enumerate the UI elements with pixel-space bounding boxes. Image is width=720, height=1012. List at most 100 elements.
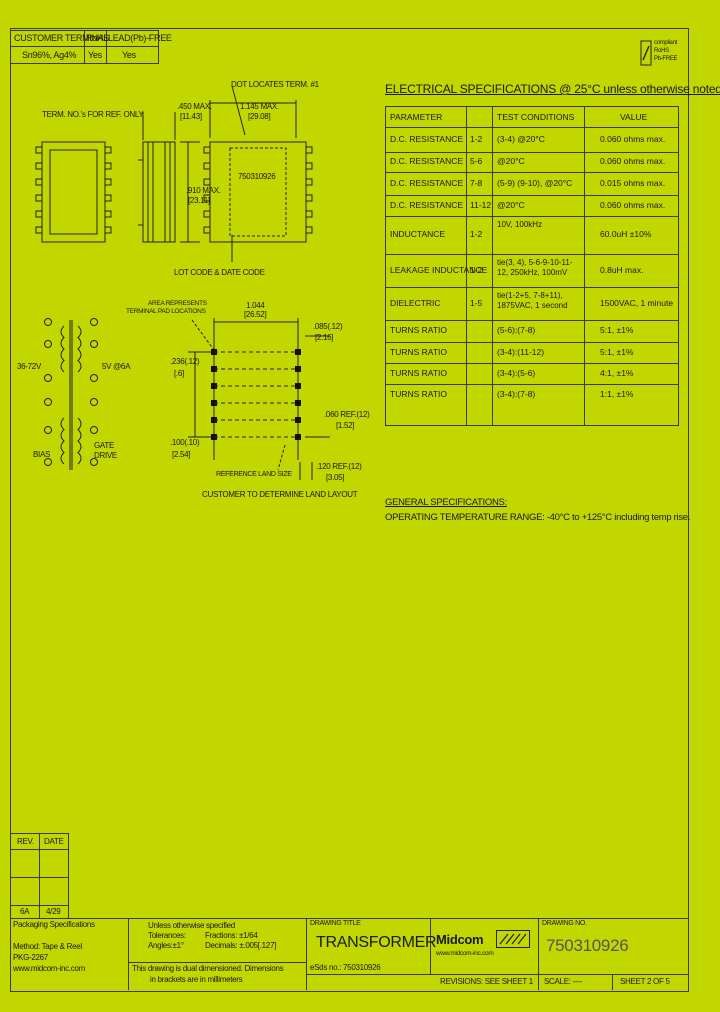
company-url: www.midcom-inc.com (13, 964, 85, 973)
dim-1044-mm: [26.52] (244, 310, 267, 319)
spec-param: TURNS RATIO (390, 346, 447, 357)
rohs-logo-icon (640, 40, 652, 66)
spec-value: 0.060 ohms max. (600, 199, 666, 210)
header-col1: CUSTOMER TERMINAL (14, 33, 109, 43)
sch-left: 36-72V (17, 362, 41, 371)
spec-pins: 11-12 (470, 199, 492, 210)
pad-note-1: AREA REPRESENTS (148, 300, 207, 307)
tolerance-fractions: Fractions: ±1/64 (205, 931, 258, 940)
esds-number: eSds no.: 750310926 (310, 963, 381, 972)
locator-note: DOT LOCATES TERM. #1 (231, 80, 319, 89)
spec-table (385, 106, 679, 426)
spec-cond: (5-9) (9-10), @20°C (497, 177, 573, 188)
revisions-note: REVISIONS: SEE SHEET 1 (440, 977, 533, 986)
spec-param: D.C. RESISTANCE (390, 156, 464, 166)
spec-pins: 1-2 (470, 264, 483, 275)
spec-param: TURNS RATIO (390, 325, 447, 335)
sch-right: 5V @6A (102, 362, 131, 371)
dim-450: .450 MAX. (177, 102, 212, 111)
spec-cond: (3-4) @20°C (497, 133, 545, 144)
spec-value: 1:1, ±1% (600, 389, 634, 399)
spec-param: D.C. RESISTANCE (390, 133, 464, 144)
part-mark: 750310926 (238, 172, 276, 181)
rohs-logo-line2: RoHS (654, 48, 669, 54)
drawing-no-label: DRAWING NO. (542, 920, 587, 927)
lot-code: LOT CODE & DATE CODE (174, 268, 265, 277)
spec-param: DIELECTRIC (390, 297, 441, 308)
dim-910: .910 MAX. (186, 186, 221, 195)
spec-param: D.C. RESISTANCE (390, 199, 464, 210)
spec-cond: @20°C (497, 156, 525, 166)
spec-cond: tie(3, 4), 5-6-9-10-11-12, 250kHz, 100mV (497, 258, 573, 277)
spec-value: 60.0uH ±10% (600, 229, 652, 239)
spec-param: TURNS RATIO (390, 389, 447, 399)
spec-param: D.C. RESISTANCE (390, 177, 464, 188)
scale: SCALE: ---- (544, 977, 583, 986)
disclaimer-line2: in brackets are in millimeters (150, 975, 243, 984)
ref-land: REFERENCE LAND SIZE (216, 471, 292, 478)
dim-120-mm: [3.05] (326, 473, 345, 482)
tolerance-decimals: Decimals: ±.005[.127] (205, 941, 277, 950)
drawing-no: 750310926 (546, 936, 629, 955)
spec-pins: 7-8 (470, 177, 483, 188)
rohs-logo: compliant RoHS Pb-FREE (640, 40, 680, 66)
date-value: 4/29 (46, 907, 61, 916)
dim-910-mm: [23.11] (188, 196, 210, 205)
spec-pins: 1-2 (470, 133, 483, 144)
pin-note: TERM. NO.'s FOR REF. ONLY (42, 110, 144, 119)
packaging-method: Method: Tape & Reel (13, 942, 82, 951)
spec-param: INDUCTANCE (390, 229, 446, 239)
drawing-frame (10, 28, 689, 992)
spec-cond: (3-4):(5-6) (497, 367, 536, 378)
dim-120: .120 REF.(12) (316, 462, 362, 471)
spec-param: TURNS RATIO (390, 367, 447, 378)
midcom-logo: Midcom (436, 932, 484, 947)
header-col3: LEAD(Pb)-FREE (108, 33, 172, 43)
date-label: DATE (44, 837, 64, 846)
dim-085-mm: [2.16] (315, 333, 334, 342)
header-row1: Sn96%, Ag4% (22, 50, 77, 60)
header-row1-lead: Yes (122, 50, 136, 60)
dim-060: .060 REF.(12) (324, 410, 370, 419)
pad-note-2: TERMINAL PAD LOCATIONS (126, 308, 206, 315)
dim-100: .100(.10) (170, 438, 200, 447)
spec-header-parameter: PARAMETER (390, 112, 443, 122)
spec-param: LEAKAGE INDUCTANCE (390, 264, 488, 275)
spec-value: 0.060 ohms max. (600, 133, 666, 144)
spec-value: 5:1, ±1% (600, 325, 634, 335)
spec-value: 0.8uH max. (600, 264, 644, 275)
spec-value: 1500VAC, 1 minute (600, 297, 674, 308)
spec-value: 5:1, ±1% (600, 346, 634, 357)
rev-value: 6A (20, 907, 30, 916)
spec-cond: tie(1-2+5, 7-8+11), 1875VAC, 1 second (497, 291, 568, 310)
spec-value: 4:1, ±1% (600, 367, 634, 378)
dim-100-mm: [2.54] (172, 450, 191, 459)
sch-bias: BIAS (33, 450, 51, 459)
spec-header-conditions: TEST CONDITIONS (497, 112, 575, 122)
sch-gate: GATE DRIVE (94, 441, 117, 460)
tolerances-label: Tolerances: (148, 931, 186, 940)
dim-1044: 1.044 (246, 301, 265, 310)
midcom-logo-icon (496, 930, 530, 948)
disclaimer-line1: This drawing is dual dimensioned. Dimens… (132, 964, 284, 973)
header-row1-rohs: Yes (88, 50, 102, 60)
spec-cond: @20°C (497, 199, 525, 210)
spec-pins: 1-5 (470, 297, 483, 308)
spec-pins: 5-6 (470, 156, 483, 166)
spec-pins: 1-2 (470, 229, 483, 239)
dim-060-mm: [1.52] (336, 421, 355, 430)
dim-236-mm: [.6] (174, 369, 184, 378)
spec-value: 0.015 ohms max. (600, 177, 666, 188)
rohs-logo-line1: compliant (654, 40, 677, 46)
drawing-title-label: DRAWING TITLE (310, 920, 361, 927)
dim-236: .236(.12) (170, 357, 200, 366)
dim-1145: 1.145 MAX. (240, 102, 279, 111)
spec-cond: 10V, 100kHz (497, 220, 543, 229)
spec-cond: (3-4):(11-12) (497, 346, 545, 357)
customer-note: CUSTOMER TO DETERMINE LAND LAYOUT (202, 490, 358, 499)
general-title: GENERAL SPECIFICATIONS: (385, 497, 507, 508)
spec-value: 0.060 ohms max. (600, 156, 666, 166)
spec-title: ELECTRICAL SPECIFICATIONS @ 25°C unless … (385, 82, 720, 96)
dim-085: .085(.12) (313, 322, 343, 331)
rev-label: REV. (17, 837, 34, 846)
